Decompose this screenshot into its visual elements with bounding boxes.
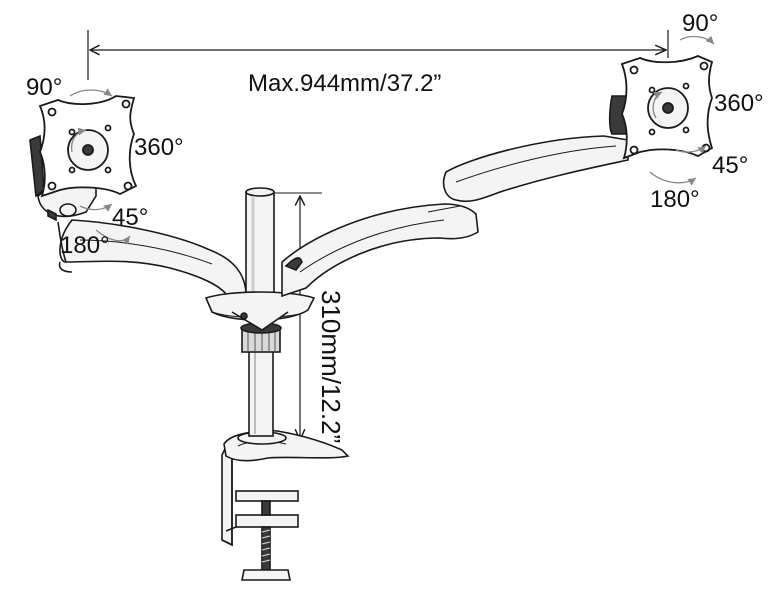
right-lower-arm bbox=[281, 203, 479, 298]
height-label: 310mm/12.2” bbox=[316, 290, 346, 444]
lower-pole bbox=[248, 349, 274, 437]
left-swivel-label: 180° bbox=[60, 232, 110, 259]
left-tilt-label: 90° bbox=[26, 74, 63, 101]
left-swivel-small-label: 45° bbox=[112, 204, 149, 231]
span-dimension bbox=[87, 30, 669, 80]
right-tilt-label: 90° bbox=[682, 10, 719, 37]
left-vesa-plate bbox=[38, 95, 138, 198]
left-rotate-label: 360° bbox=[134, 134, 184, 161]
upper-pole bbox=[245, 187, 275, 309]
right-swivel-label: 180° bbox=[650, 186, 700, 213]
rotation-arrows bbox=[69, 35, 715, 245]
right-swivel-small-label: 45° bbox=[712, 152, 749, 179]
height-knob bbox=[240, 322, 282, 353]
right-upper-arm bbox=[442, 95, 629, 203]
right-rotate-label: 360° bbox=[714, 90, 764, 117]
right-vesa-plate bbox=[620, 55, 714, 160]
span-label: Max.944mm/37.2” bbox=[248, 70, 442, 97]
desk-clamp bbox=[221, 445, 299, 581]
central-hub bbox=[204, 280, 316, 331]
